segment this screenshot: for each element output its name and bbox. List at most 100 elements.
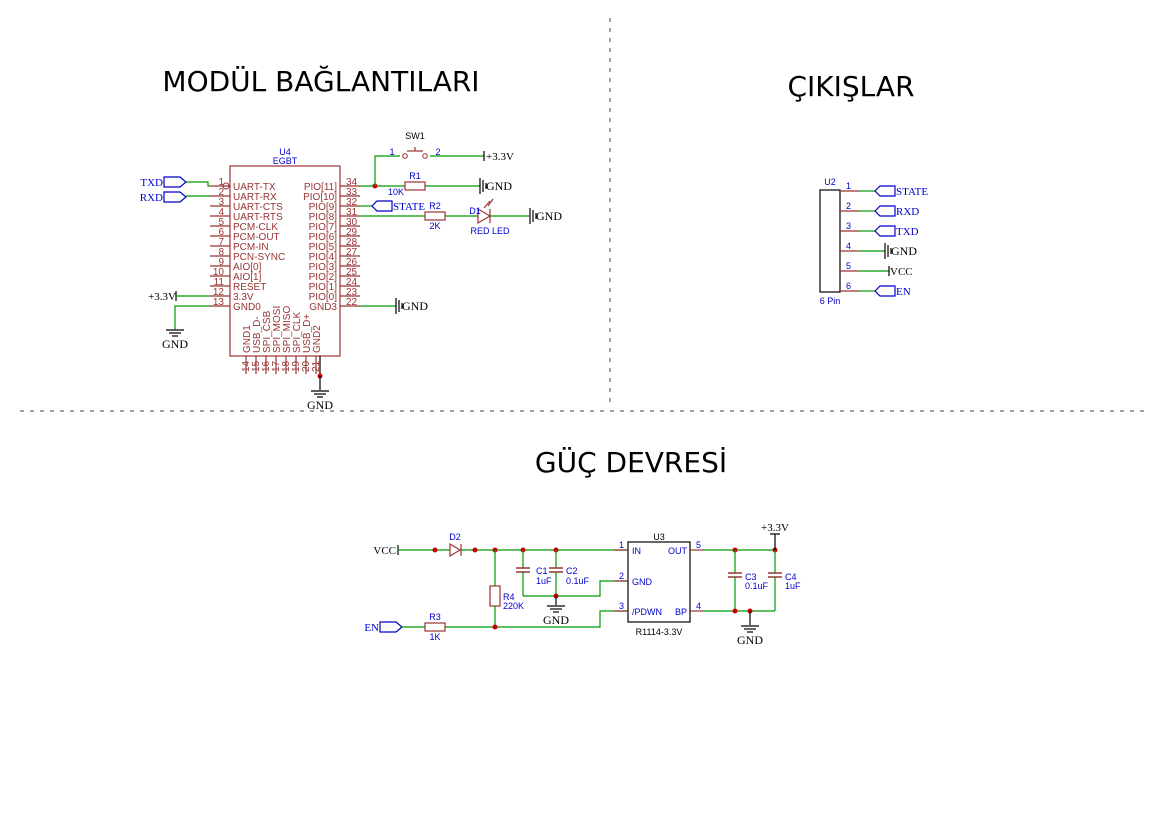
u2-pin-number: 2 — [846, 201, 851, 211]
u4-pin-name: UART-TX — [233, 182, 276, 193]
u4-pin-name: 3.3V — [233, 292, 254, 303]
u2-pin-number: 5 — [846, 261, 851, 271]
u4-pin-number: 17 — [271, 360, 282, 372]
u2-value: 6 Pin — [820, 296, 841, 306]
r2-value: 2K — [429, 221, 440, 231]
u3-pin-number: 2 — [619, 571, 624, 581]
u4-pin-number: 5 — [218, 217, 224, 228]
r4-resistor — [489, 585, 501, 607]
c3-value: 0.1uF — [745, 581, 769, 591]
net-label: TXD — [896, 226, 919, 238]
u4-module-body — [229, 165, 341, 357]
gnd-label: GND — [402, 299, 428, 313]
u4-pin-number: 19 — [291, 360, 302, 372]
u4-pin-name: UART-RTS — [233, 212, 283, 223]
u4-pin-name: PIO[7] — [309, 222, 338, 233]
u4-pin-name: PIO[3] — [309, 262, 338, 273]
u4-pin-number: 33 — [346, 187, 358, 198]
u4-pin-number: 3 — [218, 197, 224, 208]
u3-ref: U3 — [653, 532, 665, 542]
u4-pin-number: 2 — [218, 187, 224, 198]
u4-ref: U4 — [279, 147, 291, 157]
gnd-label: GND — [486, 179, 512, 193]
u4-pin-number: 13 — [213, 297, 225, 308]
r2-ref: R2 — [429, 201, 441, 211]
inverted-pin-bubble — [222, 182, 230, 190]
u2-pin-number: 4 — [846, 241, 851, 251]
net-flag — [371, 200, 393, 212]
u4-value: EGBT — [273, 156, 298, 166]
u4-pin-name: UART-RX — [233, 192, 277, 203]
net-label: STATE — [393, 201, 425, 213]
net-label: EN — [364, 622, 379, 634]
gnd-label: GND — [543, 613, 569, 627]
u4-pin-name: PCN-SYNC — [233, 252, 285, 263]
u3-pin-number: 5 — [696, 540, 701, 550]
section-title-power: GÜÇ DEVRESİ — [535, 445, 727, 479]
u4-pin-number: 15 — [251, 360, 262, 372]
u4-pin-name: PIO[1] — [309, 282, 338, 293]
u4-pin-number: 21 — [311, 360, 322, 372]
u4-pin-number: 27 — [346, 247, 358, 258]
u4-pin-name: PCM-CLK — [233, 222, 278, 233]
section-title-module: MODÜL BAĞLANTILARI — [162, 64, 479, 98]
u4-pin-name: SPI_MISO — [282, 306, 293, 353]
net-flag — [874, 285, 896, 297]
wire — [445, 610, 628, 628]
u4-pin-number: 23 — [346, 287, 358, 298]
u4-pin-name: PIO[5] — [309, 242, 338, 253]
u4-pin-name: PIO[0] — [309, 292, 338, 303]
u3-regulator-body — [627, 541, 691, 623]
u4-pin-number: 1 — [218, 177, 224, 188]
wire — [374, 155, 400, 186]
power-label: +3.3V — [486, 151, 514, 163]
r1-ref: R1 — [409, 171, 421, 181]
gnd-label: GND — [307, 398, 333, 412]
power-label: +3.3V — [761, 522, 789, 534]
u4-pin-name: PIO[9] — [309, 202, 338, 213]
u4-pin-name: GND1 — [242, 325, 253, 353]
u2-ref: U2 — [824, 177, 836, 187]
u4-pin-number: 6 — [218, 227, 224, 238]
c4-value: 1uF — [785, 581, 801, 591]
net-label: STATE — [896, 186, 928, 198]
u4-pin-name: GND0 — [233, 302, 261, 313]
u4-pin-name: SPI_MOSI — [272, 306, 283, 353]
u4-pin-name: SPI_CLK — [292, 312, 303, 353]
u2-pin-number: 6 — [846, 281, 851, 291]
u4-pin-name: SPI_CSB — [262, 310, 273, 353]
u4-pin-name: USB_D- — [252, 316, 263, 353]
u4-pin-number: 32 — [346, 197, 358, 208]
u4-pin-name: GND3 — [309, 302, 337, 313]
u4-pin-number: 18 — [281, 360, 292, 372]
u4-pin-name: PIO[10] — [303, 192, 337, 203]
u3-pin-name: /PDWN — [632, 607, 662, 617]
c2-ref: C2 — [566, 566, 578, 576]
net-flag — [163, 176, 187, 188]
u4-pin-number: 25 — [346, 267, 358, 278]
u3-pin-name: GND — [632, 577, 653, 587]
d2-ref: D2 — [449, 532, 461, 542]
u2-pin-number: 1 — [846, 181, 851, 191]
u4-pin-name: UART-CTS — [233, 202, 283, 213]
u4-pin-name: PIO[4] — [309, 252, 338, 263]
wire — [186, 181, 210, 187]
junction-dot — [472, 547, 478, 553]
u4-pin-number: 9 — [218, 257, 224, 268]
u4-pin-number: 31 — [346, 207, 358, 218]
r1-resistor — [404, 181, 426, 191]
gnd-label: GND — [737, 633, 763, 647]
sw1-contact — [402, 153, 408, 159]
sw1-contact — [422, 153, 428, 159]
r3-resistor — [424, 622, 446, 632]
u4-pin-number: 34 — [346, 177, 358, 188]
net-flag — [874, 225, 896, 237]
d1-value: RED LED — [470, 226, 510, 236]
c3-ref: C3 — [745, 572, 757, 582]
u4-pin-number: 4 — [218, 207, 224, 218]
u4-pin-number: 14 — [241, 360, 252, 372]
net-flag — [874, 205, 896, 217]
r3-value: 1K — [429, 632, 440, 642]
u4-pin-number: 20 — [301, 360, 312, 372]
